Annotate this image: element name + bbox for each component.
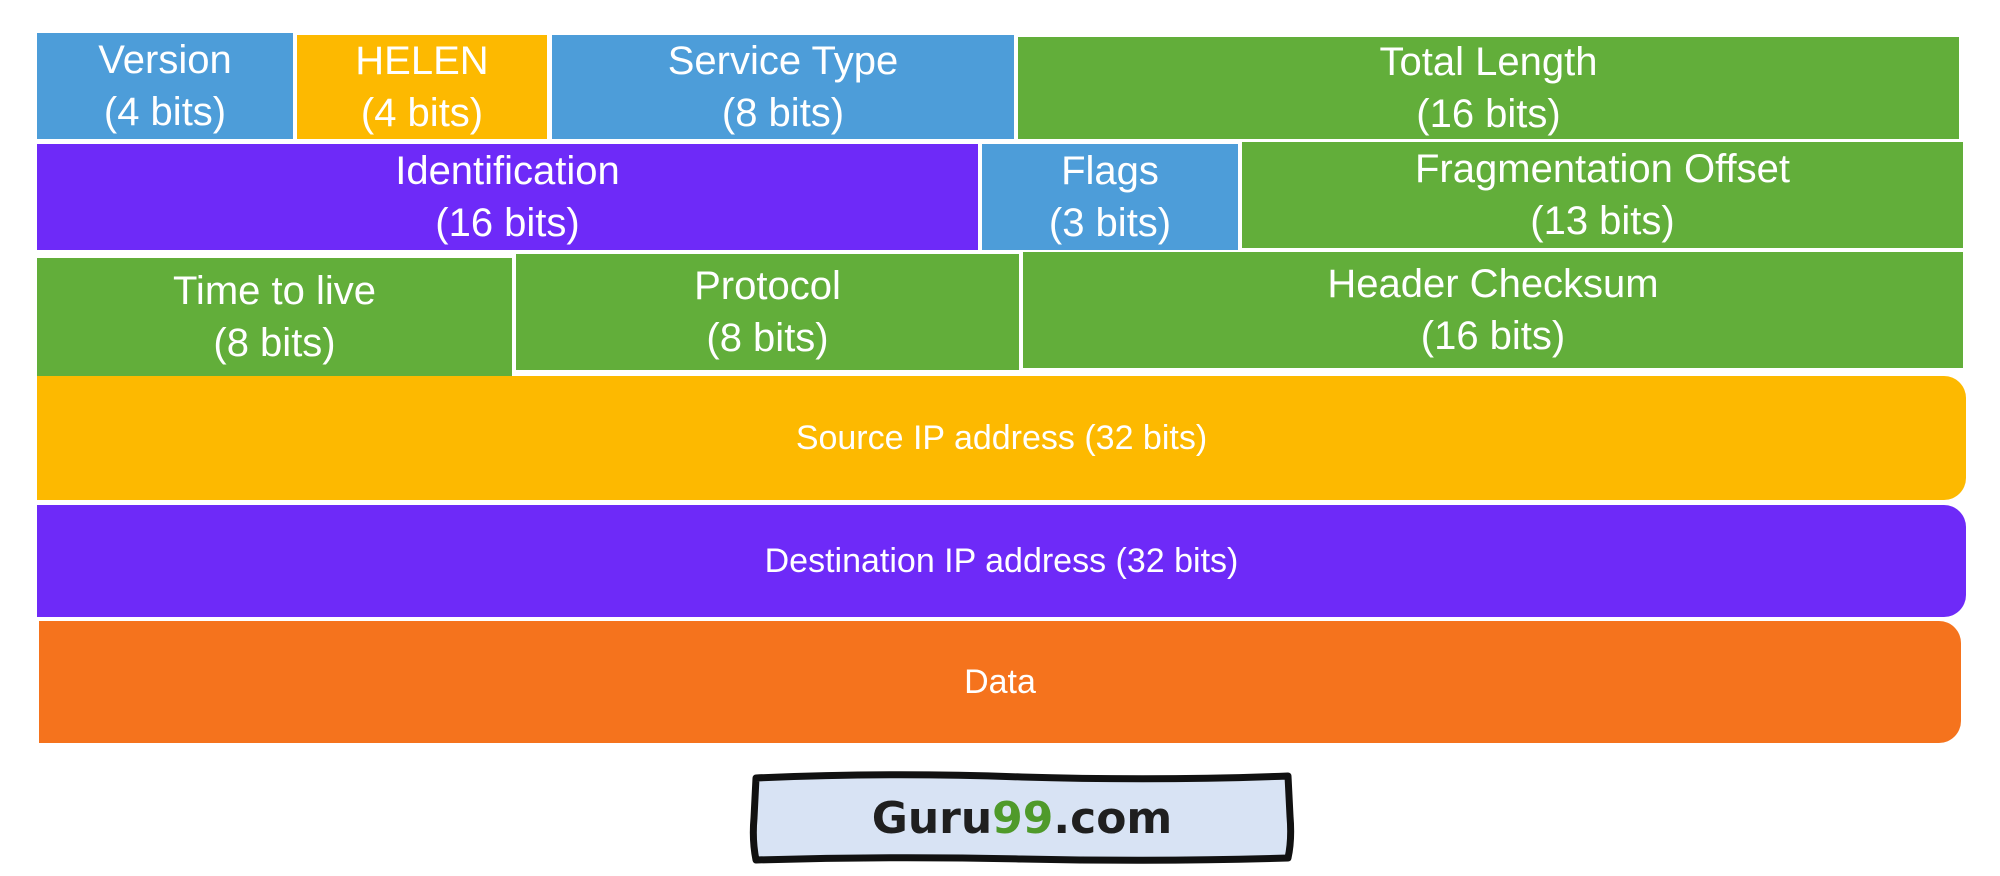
version-label: Version (98, 38, 232, 82)
fragmentation-offset-label: Fragmentation Offset (1415, 147, 1790, 191)
flags-label: Flags (1061, 149, 1159, 193)
protocol-bits: (8 bits) (706, 316, 829, 360)
service-type-bits: (8 bits) (721, 91, 845, 135)
source-ip-label: Source IP address (32 bits) (795, 419, 1208, 457)
flags-bits: (3 bits) (1048, 201, 1172, 245)
header-checksum-bits: (16 bits) (1420, 314, 1566, 358)
time-to-live-label: Time to live (172, 269, 376, 313)
helen-bits: (4 bits) (360, 91, 484, 135)
total-length-bits: (16 bits) (1416, 92, 1561, 136)
logo-suffix: .com (1053, 792, 1173, 844)
header-checksum-field: Header Checksum (16 bits) (1023, 252, 1963, 368)
helen-label: HELEN (355, 39, 489, 83)
identification-field: Identification (16 bits) (37, 144, 978, 250)
service-type-label: Service Type (667, 39, 899, 83)
data-label: Data (964, 663, 1036, 701)
total-length-field: Total Length (16 bits) (1018, 37, 1959, 139)
data-field: Data (39, 621, 1961, 743)
logo-badge-shape (749, 771, 1295, 864)
fragmentation-offset-bits: (13 bits) (1530, 199, 1675, 243)
destination-ip-field: Destination IP address (32 bits) (37, 505, 1966, 617)
version-bits: (4 bits) (103, 90, 227, 134)
time-to-live-field: Time to live (8 bits) (37, 258, 512, 376)
helen-field: HELEN (4 bits) (297, 35, 547, 139)
header-checksum-label: Header Checksum (1327, 262, 1659, 306)
protocol-field: Protocol (8 bits) (516, 254, 1019, 370)
time-to-live-bits: (8 bits) (213, 321, 336, 365)
service-type-field: Service Type (8 bits) (552, 35, 1014, 139)
identification-bits: (16 bits) (435, 201, 580, 245)
flags-field: Flags (3 bits) (982, 144, 1238, 250)
version-field: Version (4 bits) (37, 33, 293, 139)
identification-label: Identification (395, 149, 620, 193)
logo-prefix: Guru (871, 792, 993, 844)
fragmentation-offset-field: Fragmentation Offset (13 bits) (1242, 142, 1963, 248)
logo-number: 99 (992, 792, 1054, 844)
total-length-label: Total Length (1379, 40, 1598, 84)
protocol-label: Protocol (694, 264, 841, 308)
source-ip-field: Source IP address (32 bits) (37, 376, 1966, 500)
destination-ip-label: Destination IP address (32 bits) (764, 542, 1239, 580)
